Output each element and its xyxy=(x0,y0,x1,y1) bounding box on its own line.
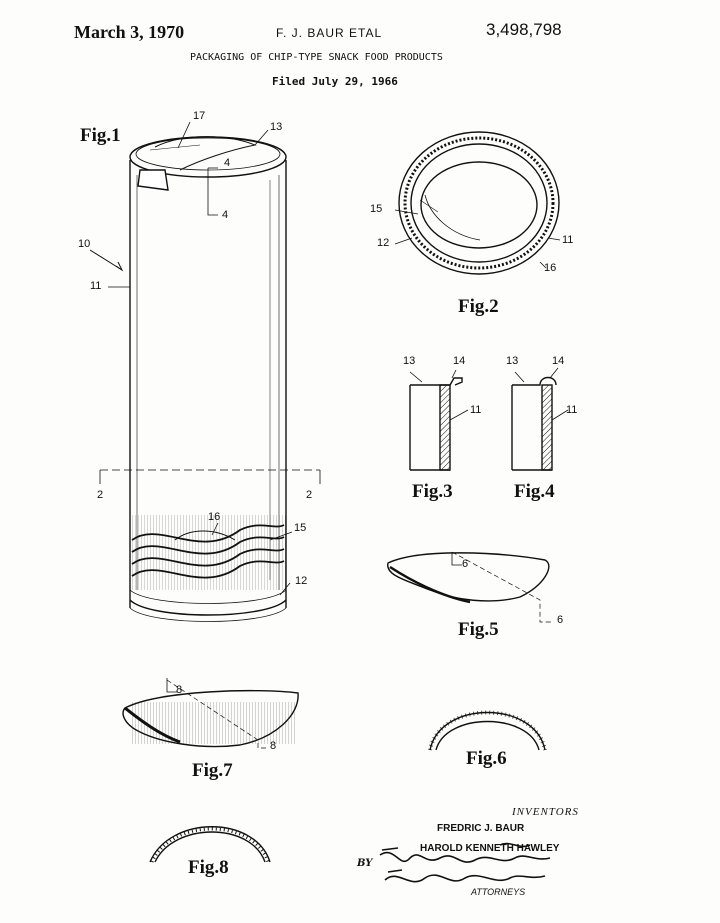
fig3-label: Fig.3 xyxy=(412,481,453,502)
ref-11-fig3: 11 xyxy=(470,404,482,416)
fig1-label: Fig.1 xyxy=(80,125,121,146)
ref-17: 17 xyxy=(193,110,206,122)
ref-11-fig4: 11 xyxy=(566,404,578,416)
attorneys-label: ATTORNEYS xyxy=(471,887,526,897)
ref-12-fig2: 12 xyxy=(377,237,390,249)
fig4-section-drawing xyxy=(511,367,569,471)
patent-title: PACKAGING OF CHIP-TYPE SNACK FOOD PRODUC… xyxy=(190,52,443,63)
fig5-label: Fig.5 xyxy=(458,619,499,640)
attorney-signature-drawing xyxy=(379,842,551,883)
ref-15-fig2: 15 xyxy=(370,203,383,215)
fig7-chip-drawing xyxy=(122,678,299,749)
inventor-name-1: FREDRIC J. BAUR xyxy=(437,823,525,834)
fig5-chip-drawing xyxy=(387,551,552,623)
fig3-section-drawing xyxy=(409,369,469,471)
ref-14-fig3: 14 xyxy=(453,355,466,367)
ref-16-fig1: 16 xyxy=(208,511,221,523)
section-6-bottom: 6 xyxy=(557,614,564,626)
section-2-left: 2 xyxy=(97,489,104,501)
ref-11-fig2: 11 xyxy=(562,234,574,246)
ref-12-fig1: 12 xyxy=(295,575,308,587)
fig8-label: Fig.8 xyxy=(188,857,229,878)
patent-date: March 3, 1970 xyxy=(74,22,185,42)
ref-15-fig1: 15 xyxy=(294,522,307,534)
section-8-top: 8 xyxy=(176,684,183,696)
inventor-names-header: F. J. BAUR ETAL xyxy=(276,26,383,40)
section-8-bottom: 8 xyxy=(270,740,277,752)
section-4-top: 4 xyxy=(224,157,231,169)
ref-13: 13 xyxy=(270,121,283,133)
ref-13-fig3: 13 xyxy=(403,355,416,367)
patent-number: 3,498,798 xyxy=(486,20,562,39)
section-6-top: 6 xyxy=(462,558,469,570)
fig6-label: Fig.6 xyxy=(466,748,507,769)
fig4-label: Fig.4 xyxy=(514,481,555,502)
ref-11-fig1: 11 xyxy=(90,280,102,292)
by-label: BY xyxy=(357,858,373,869)
inventors-heading: INVENTORS xyxy=(512,806,579,818)
filed-date: Filed July 29, 1966 xyxy=(272,75,398,88)
fig1-canister-drawing xyxy=(89,121,321,622)
fig6-chip-section-drawing xyxy=(428,710,547,751)
inventor-name-2: HAROLD KENNETH HAWLEY xyxy=(420,843,560,854)
ref-13-fig4: 13 xyxy=(506,355,519,367)
fig2-label: Fig.2 xyxy=(458,296,499,317)
fig8-chip-section-drawing xyxy=(149,826,271,863)
fig2-ring-drawing xyxy=(394,131,561,275)
ref-14-fig4: 14 xyxy=(552,355,565,367)
ref-16-fig2: 16 xyxy=(544,262,557,274)
ref-10: 10 xyxy=(78,238,91,250)
section-2-right: 2 xyxy=(306,489,313,501)
fig7-label: Fig.7 xyxy=(192,760,233,781)
section-4-bottom: 4 xyxy=(222,209,229,221)
